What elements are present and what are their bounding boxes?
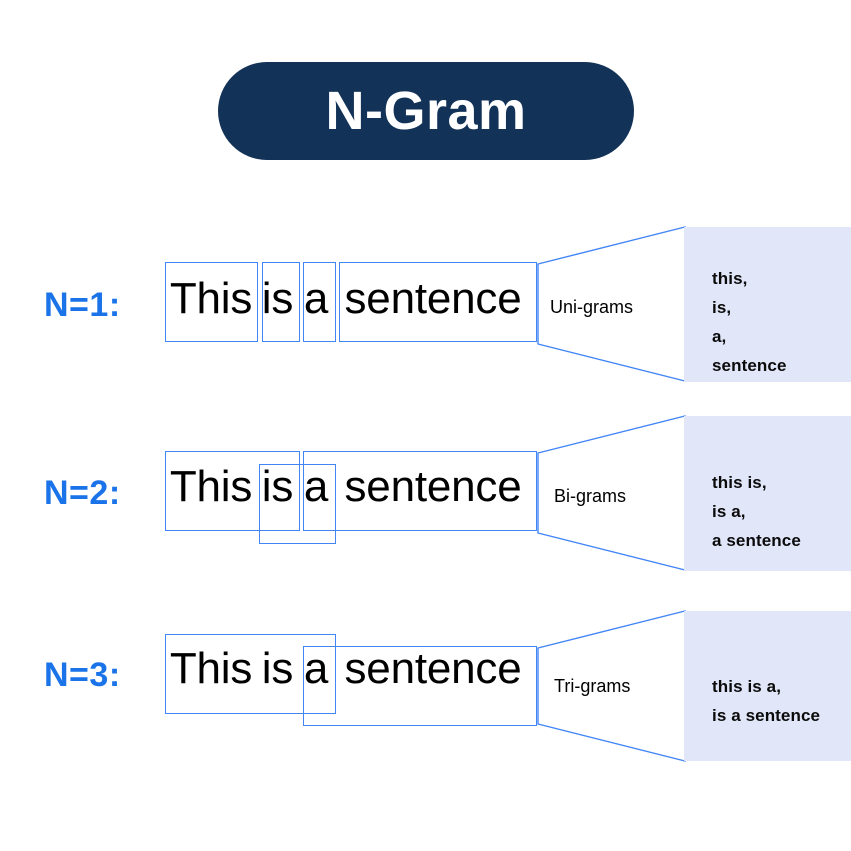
funnel-label-bigram: Bi-grams bbox=[554, 486, 627, 506]
output-text-unigram: this, is, a, sentence bbox=[712, 269, 787, 375]
word-sentence: sentence bbox=[344, 644, 522, 693]
output-panel-unigram bbox=[684, 227, 851, 382]
word-is: is bbox=[261, 462, 294, 511]
word-sentence: sentence bbox=[344, 274, 522, 323]
output-panel-bigram bbox=[684, 416, 851, 571]
funnel-trigram bbox=[537, 610, 686, 762]
output-panel-trigram bbox=[684, 611, 851, 761]
title-badge: N-Gram bbox=[218, 62, 634, 160]
word-a: a bbox=[303, 644, 329, 693]
output-text-trigram: this is a, is a sentence bbox=[712, 677, 821, 725]
output-text-bigram: this is, is a, a sentence bbox=[712, 473, 801, 550]
row-label-n2: N=2: bbox=[44, 474, 121, 512]
page-title: N-Gram bbox=[325, 81, 527, 141]
word-sentence: sentence bbox=[344, 462, 522, 511]
word-is: is bbox=[261, 274, 294, 323]
funnel-label-trigram: Tri-grams bbox=[554, 676, 631, 696]
funnel-label-unigram: Uni-grams bbox=[550, 297, 634, 317]
word-is: is bbox=[261, 644, 294, 693]
word-a: a bbox=[303, 462, 329, 511]
word-a: a bbox=[303, 274, 329, 323]
word-this: This bbox=[169, 462, 253, 511]
word-this: This bbox=[169, 644, 253, 693]
row-label-n1: N=1: bbox=[44, 286, 121, 324]
row-label-n3: N=3: bbox=[44, 656, 121, 694]
word-this: This bbox=[169, 274, 253, 323]
